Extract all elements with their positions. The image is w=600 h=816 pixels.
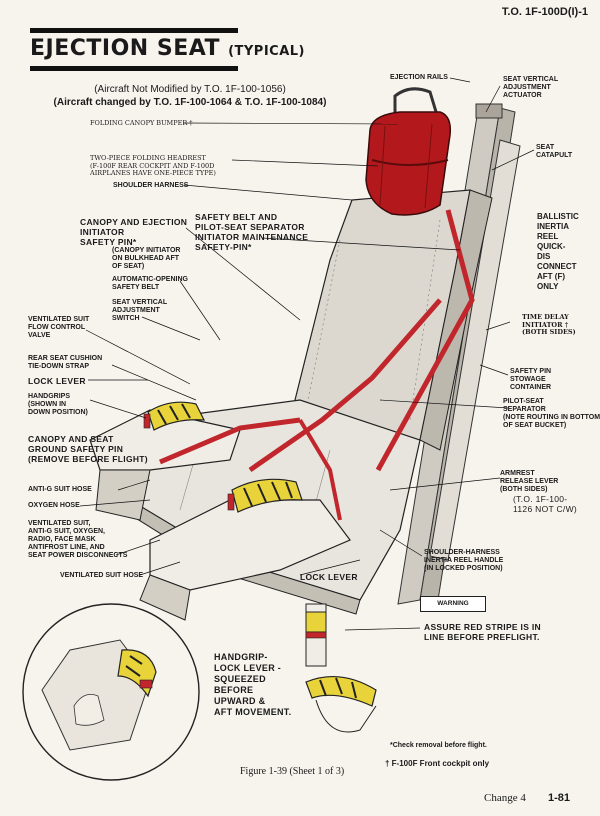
title-main: EJECTION SEAT [30, 36, 221, 61]
left-handgrip [143, 401, 206, 431]
right-handgrip [227, 478, 303, 513]
warning-box: WARNING [420, 596, 486, 612]
callout-ventilated-hose: VENTILATED SUIT HOSE [60, 572, 144, 579]
shoulder-harness-straps [159, 209, 475, 521]
callout-lock-lever-bottom: LOCK LEVER [300, 572, 358, 582]
callout-headrest: TWO-PIECE FOLDING HEADREST(F-100F REAR C… [90, 154, 216, 177]
folding-canopy-bumper [393, 87, 442, 126]
footnote-front-cockpit: † F-100F Front cockpit only [385, 759, 490, 768]
callout-armrest-note: (T.O. 1F-100-1126 NOT C/W) [513, 494, 578, 514]
lock-lever-detail [305, 603, 327, 667]
callout-folding-canopy-bumper: FOLDING CANOPY BUMPER † [90, 119, 193, 127]
title-qualifier: (TYPICAL) [228, 44, 305, 59]
callout-disconnects: VENTILATED SUIT,ANTI-G SUIT, OXYGEN,RADI… [28, 520, 128, 559]
footnote-check: *Check removal before flight. [390, 742, 487, 749]
callout-oxygen-hose: OXYGEN HOSE [28, 502, 80, 509]
footer-page-number: 1-81 [548, 792, 571, 804]
footer-change: Change 4 [484, 792, 526, 804]
page-title: EJECTION SEAT (TYPICAL) [30, 36, 305, 61]
seat-catapult [429, 139, 521, 561]
subtitle-line-1: (Aircraft Not Modified by T.O. 1F-100-10… [94, 84, 286, 95]
figure-caption: Figure 1-39 (Sheet 1 of 3) [240, 766, 345, 777]
left-armrest [89, 409, 241, 521]
callout-leader-lines [79, 77, 535, 631]
handgrip-squeeze-detail [305, 676, 377, 733]
two-piece-headrest [365, 111, 452, 216]
title-rule-bottom [30, 66, 238, 71]
callout-lock-lever-left: LOCK LEVER [28, 376, 86, 386]
document-number: T.O. 1F-100D(I)-1 [501, 6, 588, 18]
handgrip-detail-inset [22, 603, 200, 781]
callout-shoulder-harness: SHOULDER HARNESS [113, 182, 189, 189]
callout-ejection-rails: EJECTION RAILS [390, 74, 448, 81]
subtitle-line-2: (Aircraft changed by T.O. 1F-100-1064 & … [53, 97, 327, 108]
title-rule-top [30, 28, 238, 33]
callout-anti-g-hose: ANTI-G SUIT HOSE [28, 486, 92, 493]
